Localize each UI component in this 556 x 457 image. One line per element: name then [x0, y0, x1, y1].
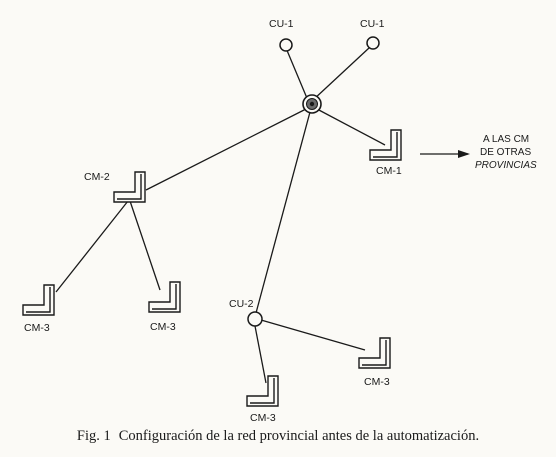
cm-3-symbol-left	[22, 284, 55, 316]
cm-3-symbol-right	[358, 337, 391, 369]
cu-node-2	[247, 311, 263, 327]
link-hub-cm1	[316, 108, 386, 146]
cm-3-symbol-bottom	[246, 375, 279, 407]
label-cu-2: CU-2	[229, 298, 254, 310]
link-hub-cm2	[145, 108, 307, 191]
arrowhead-icon	[458, 150, 470, 158]
cu-node-top-left	[279, 38, 293, 52]
caption-text: Configuración de la red provincial antes…	[118, 428, 480, 444]
label-cu-1-right: CU-1	[360, 18, 385, 30]
network-diagram: CU-1 CU-1 CU-2 CM-1 CM-2 CM-3 CM-3 CM-3 …	[22, 18, 537, 424]
label-cm-3-right: CM-3	[364, 376, 390, 388]
label-cm-3-mid: CM-3	[150, 321, 176, 333]
cm-1-symbol	[369, 129, 402, 161]
label-cm-2: CM-2	[84, 171, 110, 183]
link-cm2-cm3-left	[55, 200, 129, 293]
label-cm-3-left: CM-3	[24, 322, 50, 334]
note-line-1: A LAS CM	[483, 134, 529, 145]
label-cm-1: CM-1	[376, 165, 402, 177]
cu-node-top-right	[366, 36, 380, 50]
figure-caption: Fig. 1 Configuración de la red provincial…	[0, 428, 556, 445]
label-cm-3-bottom: CM-3	[250, 412, 276, 424]
cm-3-symbol-mid	[148, 281, 181, 313]
link-cu2-cm3-right	[260, 319, 366, 351]
caption-number: Fig. 1	[76, 428, 111, 444]
note-line-2: DE OTRAS	[480, 147, 531, 158]
link-cm2-cm3-mid	[129, 200, 161, 291]
link-hub-cu1-right	[312, 47, 370, 101]
cm-2-symbol	[113, 171, 146, 203]
note-line-3: PROVINCIAS	[475, 160, 537, 171]
label-cu-1-left: CU-1	[269, 18, 294, 30]
links	[55, 47, 468, 384]
link-cu2-cm3-bottom	[254, 325, 267, 384]
link-hub-cu2	[255, 111, 311, 314]
hub-node	[302, 94, 322, 114]
link-hub-cu1-left	[285, 47, 310, 104]
